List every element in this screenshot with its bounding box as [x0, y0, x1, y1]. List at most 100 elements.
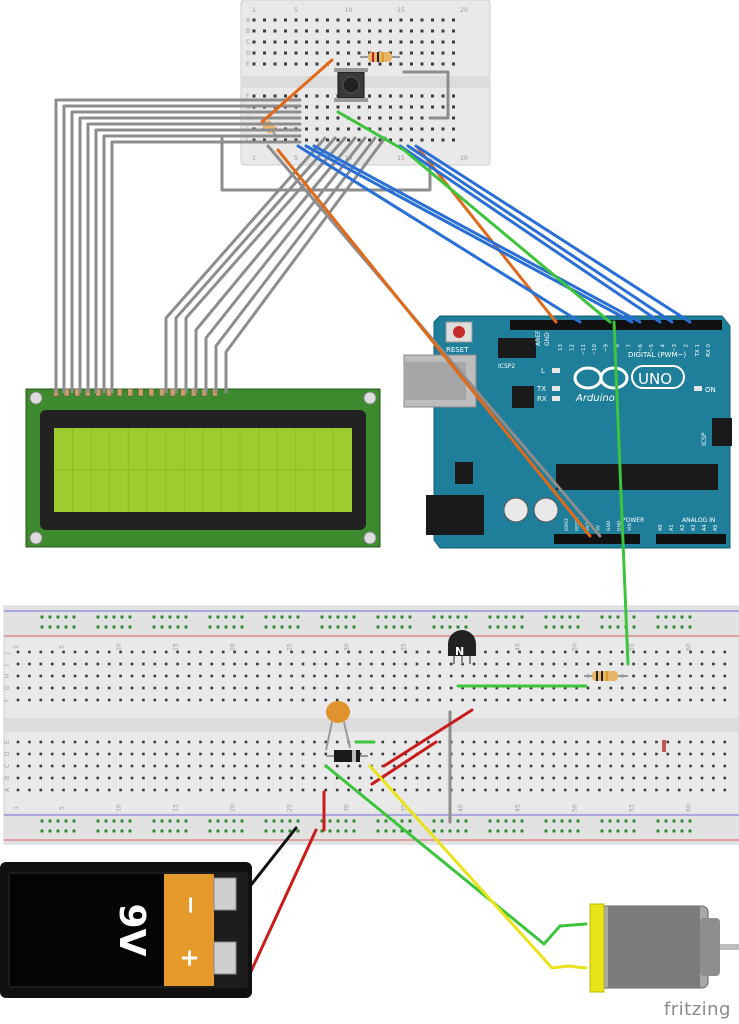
digital-pin-label: 8 — [615, 344, 621, 348]
power-pin-label: GND — [617, 520, 623, 531]
large-bb-col-number: 55 — [629, 643, 636, 651]
large-bb-col-number: 45 — [515, 643, 522, 651]
small-bb-col-number: 20 — [460, 7, 468, 14]
power-pin-label: IOREF — [564, 517, 570, 531]
small-bb-col-number: 5 — [294, 155, 298, 162]
large-bb-col-number: 60 — [686, 643, 693, 651]
large-bb-row-letter: C — [4, 764, 11, 768]
large-breadboard-column-numbers: 1155101015152020252530303535404045455050… — [13, 643, 693, 812]
small-bb-col-number: 10 — [345, 7, 353, 14]
large-bb-col-number: 50 — [572, 643, 579, 651]
large-bb-col-number: 25 — [287, 643, 294, 651]
large-bb-row-letter: B — [4, 776, 11, 780]
digital-pin-label: 12 — [569, 344, 575, 351]
orange-wire-power — [276, 148, 592, 538]
green-signal-wire — [336, 110, 612, 324]
pullup-resistor — [360, 52, 400, 62]
digital-header — [510, 320, 722, 330]
small-red-marker — [662, 740, 666, 752]
small-bb-row-letter: C — [246, 39, 250, 46]
large-bb-row-letter: H — [4, 673, 11, 678]
large-bb-col-number: 40 — [458, 804, 465, 812]
digital-pin-label: ~9 — [604, 344, 610, 353]
orange-wire-5v — [260, 58, 334, 124]
digital-label: DIGITAL (PWM~) — [628, 351, 686, 359]
large-bb-row-letter: E — [4, 740, 11, 744]
rx-led-label: RX — [537, 395, 547, 403]
digital-pin-label: ~11 — [581, 344, 587, 356]
digital-pin-label: 13 — [558, 344, 564, 351]
power-pin-label: 3V3 — [585, 522, 591, 531]
base-resistor — [584, 671, 628, 681]
large-bb-col-number: 15 — [173, 643, 180, 651]
small-bb-col-number: 15 — [397, 155, 405, 162]
small-board-gray-loop — [220, 134, 432, 192]
motor-green-wire — [324, 764, 588, 946]
motor-yellow-wire — [368, 764, 588, 970]
power-pin-label: GND — [606, 520, 612, 531]
digital-pin-label: 7 — [626, 344, 632, 348]
large-bb-col-number: 50 — [572, 804, 579, 812]
digital-pin-label: 2 — [683, 344, 689, 348]
9v-battery-pack — [0, 862, 252, 998]
small-bb-col-number: 1 — [252, 155, 256, 162]
npn-transistor: N — [448, 630, 476, 664]
pushbutton[interactable] — [334, 68, 368, 102]
reset-label: RESET — [446, 346, 469, 354]
analog-label: ANALOG IN — [682, 517, 715, 524]
large-bb-col-number: 1 — [13, 645, 20, 649]
large-bb-col-number: 1 — [13, 806, 20, 810]
tx-led-label: TX — [536, 385, 546, 393]
atmega-chip — [556, 464, 718, 490]
lcd-left-gray-wires — [54, 98, 302, 394]
large-bb-col-number: 30 — [344, 804, 351, 812]
analog-pin-label: A5 — [713, 524, 719, 531]
large-bb-col-number: 55 — [629, 804, 636, 812]
icsp2-label: ICSP2 — [498, 363, 515, 370]
gnd-label: GND — [544, 332, 551, 346]
digital-pin-label: 4 — [661, 344, 667, 348]
battery-voltage-label: 9V — [111, 904, 152, 957]
small-bb-row-letter: B — [246, 28, 250, 35]
analog-pin-label: A3 — [691, 524, 697, 531]
large-bb-row-letter: I — [4, 664, 11, 666]
power-pin-label: RESET — [575, 516, 581, 531]
icsp-label: ICSP — [701, 432, 708, 446]
arduino-logo-text: Arduino — [575, 393, 615, 404]
blue-data-wires — [296, 144, 692, 324]
flyback-diode — [326, 750, 368, 762]
arduino-logo — [573, 365, 685, 390]
analog-header — [656, 534, 726, 544]
dc-motor — [589, 903, 739, 993]
large-bb-col-number: 15 — [173, 804, 180, 812]
large-bb-col-number: 20 — [230, 804, 237, 812]
digital-pin-label: ~3 — [672, 344, 678, 353]
large-breadboard-holes — [16, 615, 727, 833]
small-bb-col-number: 1 — [252, 7, 256, 14]
digital-pin-label: TX 1 — [695, 344, 701, 357]
digital-pin-label: ~6 — [638, 344, 644, 353]
battery-minus-label: − — [177, 895, 205, 915]
l-led-label: L — [541, 367, 545, 375]
large-bb-row-letter: D — [4, 751, 11, 756]
large-bb-col-number: 30 — [344, 643, 351, 651]
large-bb-row-letter: G — [4, 685, 11, 690]
power-pin-label: VIN — [627, 523, 633, 531]
reset-button[interactable] — [445, 321, 473, 343]
ceramic-capacitor — [325, 701, 351, 751]
large-bb-col-number: 35 — [401, 804, 408, 812]
large-bb-col-number: 5 — [59, 645, 66, 649]
lcd-16x2-display — [25, 388, 381, 548]
large-bb-row-letter: A — [4, 787, 11, 792]
small-bb-col-number: 15 — [397, 7, 405, 14]
small-bb-row-letter: F — [246, 93, 250, 100]
power-header — [554, 534, 640, 544]
lcd-character-grid — [54, 428, 352, 512]
red-diagonal-wire-1 — [382, 708, 474, 768]
